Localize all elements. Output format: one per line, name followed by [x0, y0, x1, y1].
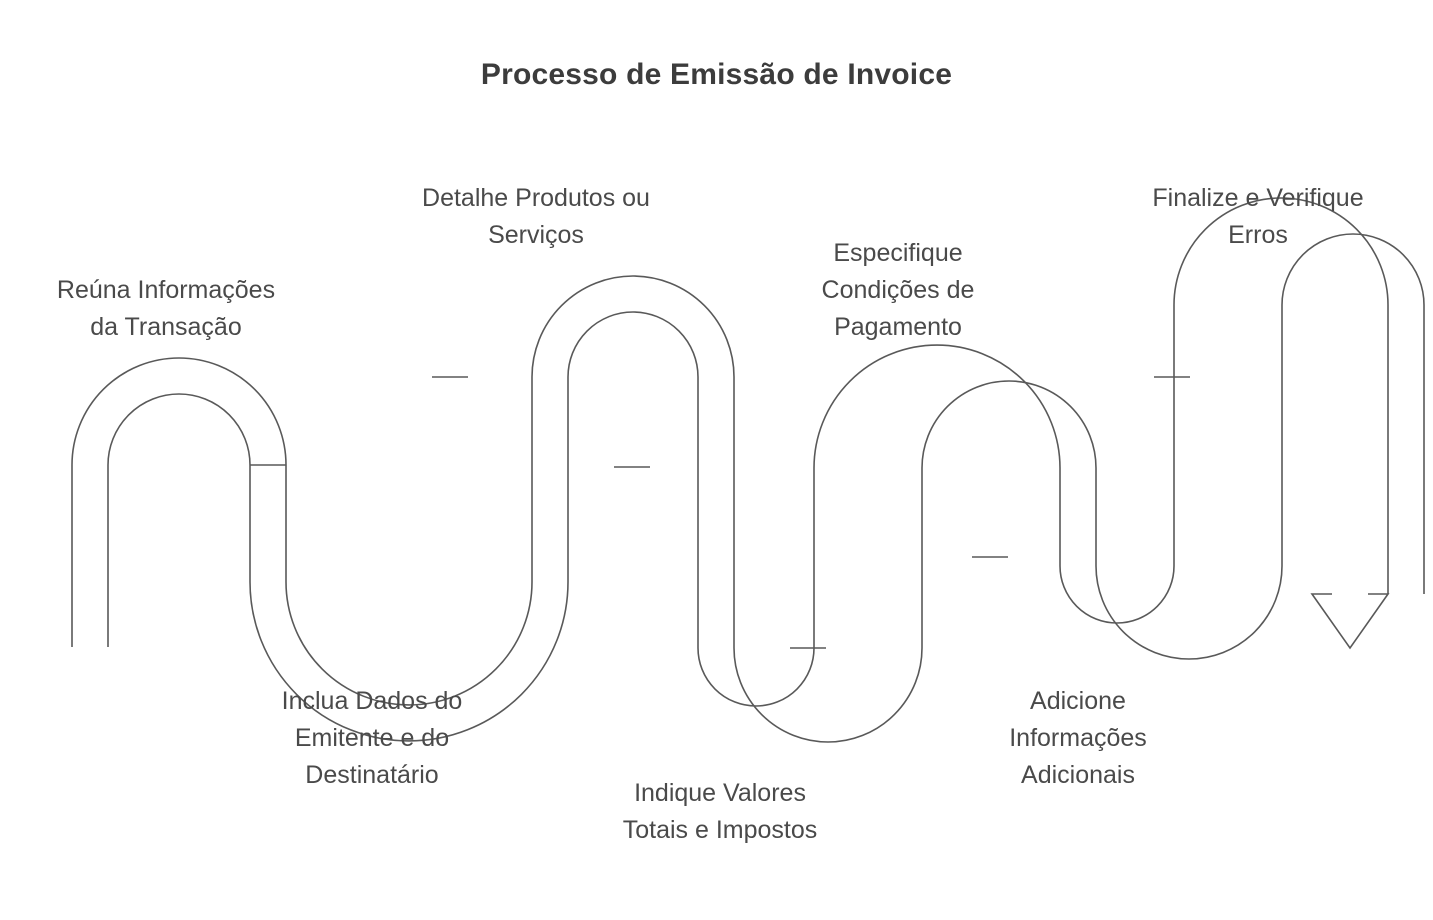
ribbon-outer-edge	[71, 233, 1425, 743]
step-label-1: Reúna Informações da Transação	[56, 276, 276, 341]
ribbon-inner-edge	[107, 197, 1389, 742]
page-title: Processo de Emissão de Invoice	[480, 58, 953, 91]
step-label-6: Adicione Informações Adicionais	[1009, 687, 1147, 789]
step-label-7: Finalize e Verifique Erros	[1152, 184, 1364, 249]
step-label-2: Inclua Dados do Emitente e do Destinatár…	[281, 687, 463, 789]
step-label-3: Detalhe Produtos ou Serviços	[422, 184, 650, 249]
step-label-5: Especifique Condições de Pagamento	[821, 239, 975, 341]
step-label-4: Indique Valores Totais e Impostos	[622, 779, 818, 844]
arrow-head-icon	[1310, 593, 1390, 650]
